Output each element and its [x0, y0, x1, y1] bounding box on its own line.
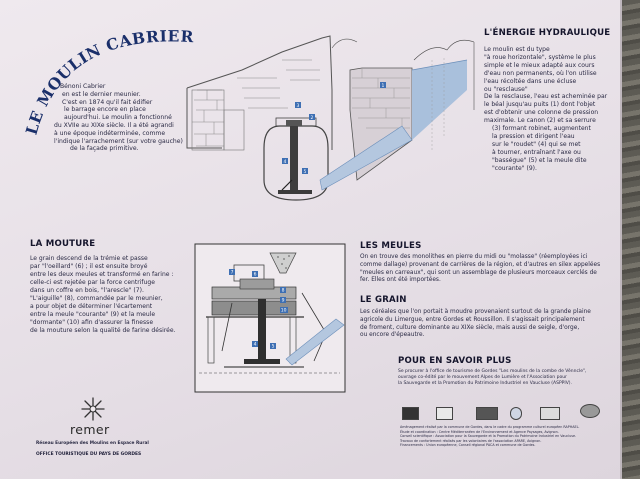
partner-logo-2	[436, 407, 453, 420]
mill-cross-section-diagram: 1 2 3 4 5	[186, 35, 475, 201]
svg-text:4: 4	[254, 342, 257, 348]
grain-heading: LE GRAIN	[360, 295, 407, 305]
credits-text: Aménagement réalisé par la commune de Go…	[400, 425, 580, 447]
partner-logo-1	[402, 407, 419, 420]
stone-wall-edge	[622, 0, 640, 479]
svg-text:5: 5	[272, 344, 275, 350]
svg-text:7: 7	[231, 270, 234, 276]
partner-logo-4	[510, 407, 522, 420]
office-caption: OFFICE TOURISTIQUE DU PAYS DE GORDES	[36, 452, 142, 457]
remer-logo-icon	[81, 397, 105, 421]
meules-heading: LES MEULES	[360, 241, 422, 251]
title-arc: LE MOULIN CABRIER	[22, 26, 194, 137]
remer-logo-text: remer	[70, 422, 110, 437]
svg-text:2: 2	[311, 115, 314, 121]
more-info-heading: POUR EN SAVOIR PLUS	[398, 356, 512, 366]
partner-logo-3	[476, 407, 498, 420]
svg-text:9: 9	[282, 298, 285, 304]
svg-text:10: 10	[281, 308, 287, 314]
svg-text:6: 6	[254, 272, 257, 278]
grinding-mechanism-diagram: 7 6 8 9 10 4 5	[194, 243, 346, 393]
remer-caption: Réseau Européen des Moulins en Espace Ru…	[36, 441, 149, 446]
mouture-heading: LA MOUTURE	[30, 239, 96, 249]
energy-heading: L'ÉNERGIE HYDRAULIQUE	[484, 28, 611, 38]
svg-text:3: 3	[297, 103, 300, 109]
svg-text:8: 8	[282, 288, 285, 294]
intro-text: Bénoni Cabrier en est le dernier meunier…	[54, 83, 183, 153]
meules-text: On en trouve des monolithes en pierre du…	[360, 254, 601, 284]
more-info-text: Se procurer à l'office de tourisme de Go…	[398, 369, 587, 387]
partner-logo-5	[540, 407, 560, 420]
svg-text:5: 5	[304, 169, 307, 175]
information-board: LE MOULIN CABRIER Bénoni Cabrier en est …	[0, 0, 622, 479]
energy-text: Le moulin est du type "à roue horizontal…	[484, 46, 608, 172]
svg-text:1: 1	[382, 83, 385, 89]
svg-text:4: 4	[284, 159, 287, 165]
grain-text: Les céréales que l'on portait à moudre p…	[360, 309, 591, 339]
mouture-text: Le grain descend de la trémie et passe p…	[30, 255, 176, 334]
partner-logo-6	[580, 404, 600, 418]
